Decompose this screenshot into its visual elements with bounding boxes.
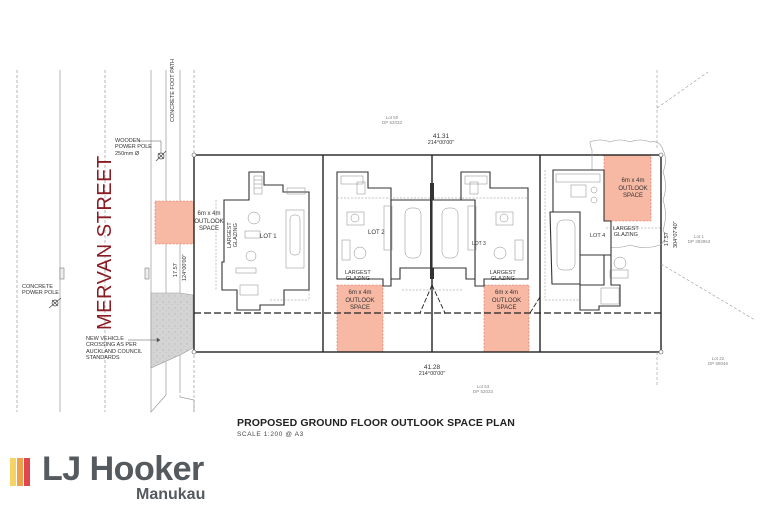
lot-4-label: LOT 4 <box>590 233 606 239</box>
vehicle-crossing <box>150 292 194 369</box>
lot-4-details <box>544 170 661 305</box>
street-name: MERVAN STREET <box>94 155 116 330</box>
lot-2-house <box>336 171 433 287</box>
lot-4-outlook-label: 6m x 4m OUTLOOK SPACE <box>618 178 648 199</box>
concrete-power-pole-icon <box>48 297 62 309</box>
right-dimension-length: 17.57 <box>664 232 670 246</box>
lot-1-outlook-label: 6m x 4m OUTLOOK SPACE <box>194 211 224 232</box>
left-dimension-length: 17.57 <box>173 263 179 277</box>
top-dimension: 41.31 214°00'00" <box>427 133 455 147</box>
neighbour-lot-50: Lot 50 DP 52033 <box>382 115 402 126</box>
outlook-spaces <box>154 154 652 353</box>
lot-3-details <box>432 175 528 291</box>
lot-1-glazing-label: LARGEST GLAZING <box>227 222 240 248</box>
left-dimension-bearing: 124°00'00" <box>182 254 188 281</box>
lj-hooker-logo: LJ Hooker Manukau <box>10 450 210 508</box>
lot-1-details <box>215 175 310 301</box>
lot-2-label: LOT 2 <box>368 230 385 236</box>
bottom-dimension: 41.28 214°00'00" <box>418 364 446 378</box>
lot-3-label: LOT 3 <box>472 241 486 247</box>
site-boundary <box>193 154 662 353</box>
neighbour-lot-53: Lot 53 DP 52033 <box>473 384 493 395</box>
plan-scale: SCALE 1:200 @ A3 <box>237 431 304 438</box>
lot-3-house <box>431 171 529 287</box>
logo-bar-yellow <box>10 458 16 486</box>
logo-bar-orange <box>17 458 23 486</box>
concrete-pole-label: CONCRETE POWER POLE <box>22 284 59 297</box>
lot-1-label: LOT 1 <box>260 234 277 240</box>
lot-4-glazing-label: LARGEST GLAZING <box>613 226 639 239</box>
wooden-pole-label: WOODEN POWER POLE 250mm Ø <box>115 138 152 157</box>
neighbour-lot-22: Lot 22 DP 68046 <box>708 356 728 367</box>
lot-2-details <box>337 175 432 291</box>
logo-brand: LJ Hooker <box>42 450 204 488</box>
vehicle-crossing-label: NEW VEHICLE CROSSING AS PER AUCKLAND COU… <box>86 336 143 361</box>
footpath-label: CONCRETE FOOT PATH <box>170 59 176 122</box>
logo-office: Manukau <box>136 486 206 503</box>
lot-2-outlook-label: 6m x 4m OUTLOOK SPACE <box>345 290 375 311</box>
logo-bar-red <box>24 458 30 486</box>
plan-title: PROPOSED GROUND FLOOR OUTLOOK SPACE PLAN <box>237 417 515 429</box>
lot-3-glazing-label: LARGEST GLAZING <box>490 270 516 283</box>
right-dimension-bearing: 304°07'40" <box>673 221 679 248</box>
lot-1-house <box>221 171 310 311</box>
lot-2-glazing-label: LARGEST GLAZING <box>345 270 371 283</box>
lot-3-outlook-label: 6m x 4m OUTLOOK SPACE <box>491 290 522 311</box>
neighbour-lot-1: Lot 1 DP 383953 <box>687 234 711 245</box>
street-markers <box>59 267 150 280</box>
